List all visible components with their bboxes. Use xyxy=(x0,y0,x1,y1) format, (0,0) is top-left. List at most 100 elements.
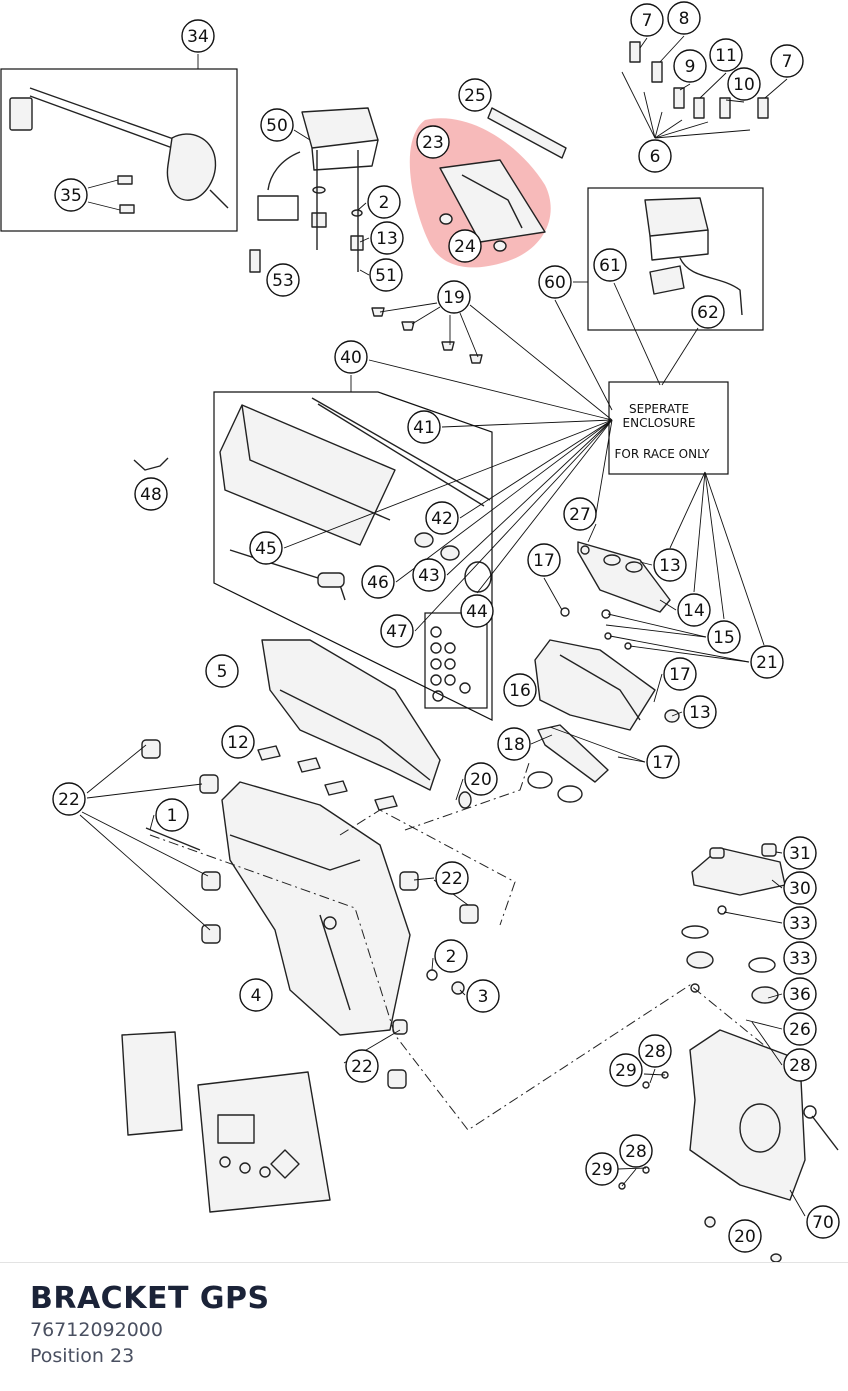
callout-30[interactable]: 30 xyxy=(783,871,817,905)
leader-line xyxy=(751,1021,783,1066)
callout-22[interactable]: 22 xyxy=(435,861,469,895)
clip-48-part xyxy=(133,457,169,471)
callout-45[interactable]: 45 xyxy=(249,531,283,565)
callout-44[interactable]: 44 xyxy=(460,594,494,628)
callout-label: 13 xyxy=(659,556,681,576)
callout-label: 10 xyxy=(733,75,755,95)
callout-13[interactable]: 13 xyxy=(370,221,404,255)
callout-25[interactable]: 25 xyxy=(458,78,492,112)
leader-line xyxy=(81,811,209,877)
leader-line xyxy=(469,304,613,421)
callout-7[interactable]: 7 xyxy=(630,3,664,37)
callout-label: 43 xyxy=(418,566,440,586)
callout-6[interactable]: 6 xyxy=(638,139,672,173)
leader-line xyxy=(629,645,750,663)
callout-12[interactable]: 12 xyxy=(221,725,255,759)
callout-34[interactable]: 34 xyxy=(181,19,215,53)
callout-14[interactable]: 14 xyxy=(677,593,711,627)
callout-10[interactable]: 10 xyxy=(727,67,761,101)
callout-9[interactable]: 9 xyxy=(673,49,707,83)
callout-3[interactable]: 3 xyxy=(466,979,500,1013)
callout-20[interactable]: 20 xyxy=(464,762,498,796)
callout-28[interactable]: 28 xyxy=(783,1048,817,1082)
callout-22[interactable]: 22 xyxy=(52,782,86,816)
callout-29[interactable]: 29 xyxy=(585,1152,619,1186)
callout-20[interactable]: 20 xyxy=(728,1219,762,1253)
callout-33[interactable]: 33 xyxy=(783,941,817,975)
callout-label: 11 xyxy=(715,46,737,66)
callout-label: 29 xyxy=(615,1061,637,1081)
callout-47[interactable]: 47 xyxy=(380,614,414,648)
leader-line xyxy=(87,179,119,189)
callout-33[interactable]: 33 xyxy=(783,906,817,940)
callout-17[interactable]: 17 xyxy=(663,657,697,691)
leader-line xyxy=(413,877,435,881)
callout-60[interactable]: 60 xyxy=(538,265,572,299)
callout-28[interactable]: 28 xyxy=(638,1034,672,1068)
callout-label: 35 xyxy=(60,186,82,206)
callout-22[interactable]: 22 xyxy=(345,1049,379,1083)
callout-4[interactable]: 4 xyxy=(239,978,273,1012)
leader-line xyxy=(613,282,661,386)
callout-40[interactable]: 40 xyxy=(334,340,368,374)
callout-16[interactable]: 16 xyxy=(503,673,537,707)
callout-62[interactable]: 62 xyxy=(691,295,725,329)
callout-5[interactable]: 5 xyxy=(205,654,239,688)
callout-18[interactable]: 18 xyxy=(497,727,531,761)
callout-label: 51 xyxy=(375,266,397,286)
callout-2[interactable]: 2 xyxy=(434,939,468,973)
callout-24[interactable]: 24 xyxy=(448,229,482,263)
callout-17[interactable]: 17 xyxy=(646,745,680,779)
callout-41[interactable]: 41 xyxy=(407,410,441,444)
callout-61[interactable]: 61 xyxy=(593,248,627,282)
callout-label: 28 xyxy=(625,1142,647,1162)
callout-15[interactable]: 15 xyxy=(707,620,741,654)
callout-2[interactable]: 2 xyxy=(367,185,401,219)
callout-19[interactable]: 19 xyxy=(437,280,471,314)
parts-diagram: SEPERATE ENCLOSURE FOR RACE ONLY xyxy=(0,1,840,1262)
callout-11[interactable]: 11 xyxy=(709,38,743,72)
callout-70[interactable]: 70 xyxy=(806,1205,840,1239)
leader-line xyxy=(639,561,653,566)
callout-26[interactable]: 26 xyxy=(783,1012,817,1046)
grommet-set-part xyxy=(430,626,471,702)
leader-line xyxy=(649,1068,656,1084)
leader-line xyxy=(357,202,367,211)
callout-35[interactable]: 35 xyxy=(54,178,88,212)
washer-2-part xyxy=(426,969,438,981)
part-number: 76712092000 xyxy=(30,1319,163,1341)
callout-circle xyxy=(466,979,500,1013)
callout-21[interactable]: 21 xyxy=(750,645,784,679)
callout-53[interactable]: 53 xyxy=(266,263,300,297)
leader-line xyxy=(543,577,563,611)
callout-46[interactable]: 46 xyxy=(361,565,395,599)
callout-28[interactable]: 28 xyxy=(619,1134,653,1168)
callout-31[interactable]: 31 xyxy=(783,836,817,870)
callout-circle xyxy=(221,725,255,759)
callout-29[interactable]: 29 xyxy=(609,1053,643,1087)
callout-label: 17 xyxy=(669,665,691,685)
callout-42[interactable]: 42 xyxy=(425,501,459,535)
callout-label: 70 xyxy=(812,1213,834,1233)
callout-8[interactable]: 8 xyxy=(667,1,701,35)
gps-bracket-part[interactable] xyxy=(439,159,546,252)
callout-13[interactable]: 13 xyxy=(653,548,687,582)
leader-line xyxy=(293,129,311,141)
callout-50[interactable]: 50 xyxy=(260,108,294,142)
callout-27[interactable]: 27 xyxy=(563,497,597,531)
callout-23[interactable]: 23 xyxy=(416,125,450,159)
callout-43[interactable]: 43 xyxy=(412,558,446,592)
part-position: Position 23 xyxy=(30,1345,135,1367)
callout-circle xyxy=(593,248,627,282)
leader-line xyxy=(621,1168,637,1187)
callout-circle xyxy=(783,1048,817,1082)
callout-51[interactable]: 51 xyxy=(369,258,403,292)
callout-7[interactable]: 7 xyxy=(770,44,804,78)
callout-1[interactable]: 1 xyxy=(155,798,189,832)
callout-17[interactable]: 17 xyxy=(527,543,561,577)
callout-48[interactable]: 48 xyxy=(134,477,168,511)
callout-13[interactable]: 13 xyxy=(683,695,717,729)
callout-36[interactable]: 36 xyxy=(783,977,817,1011)
callout-label: 22 xyxy=(351,1057,373,1077)
